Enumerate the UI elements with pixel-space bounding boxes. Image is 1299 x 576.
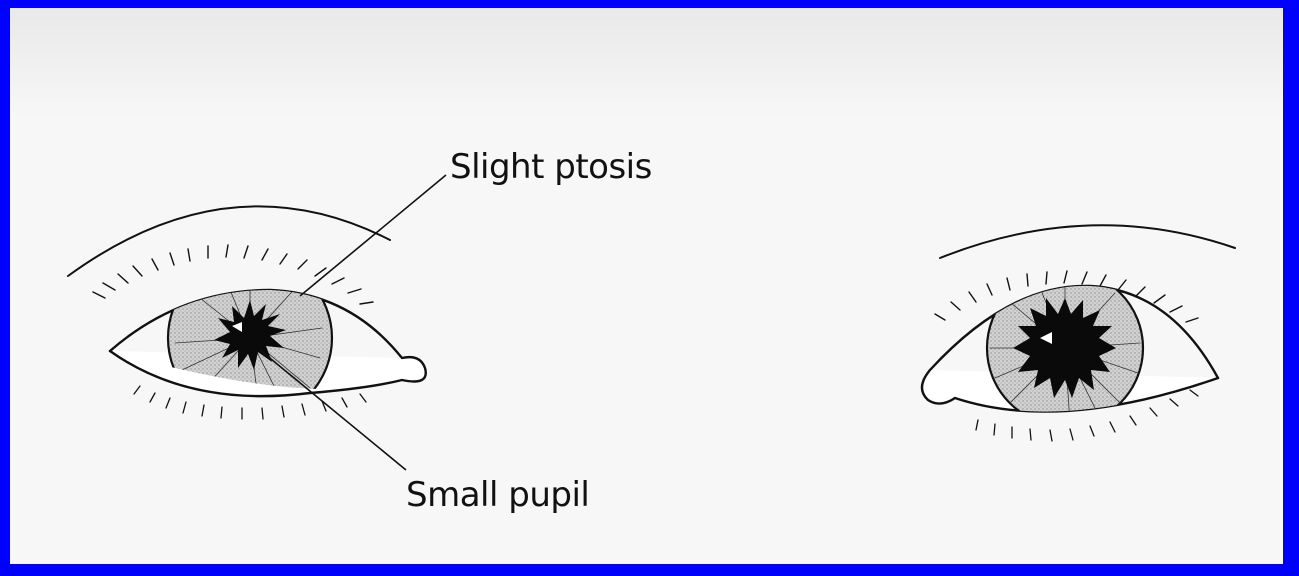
eyes-illustration: Slight ptosis Small pupil [10, 8, 1283, 564]
diagram-frame: Slight ptosis Small pupil [10, 8, 1283, 564]
ptosis-leader-line [300, 175, 446, 296]
left-eye [68, 206, 426, 420]
ptosis-label: Slight ptosis [450, 147, 652, 187]
right-eye [922, 225, 1235, 441]
right-eyelid-fold [940, 225, 1235, 258]
pupil-label: Small pupil [406, 475, 589, 515]
ptosis-callout: Slight ptosis [300, 147, 652, 296]
left-eyelid-fold [68, 206, 390, 276]
